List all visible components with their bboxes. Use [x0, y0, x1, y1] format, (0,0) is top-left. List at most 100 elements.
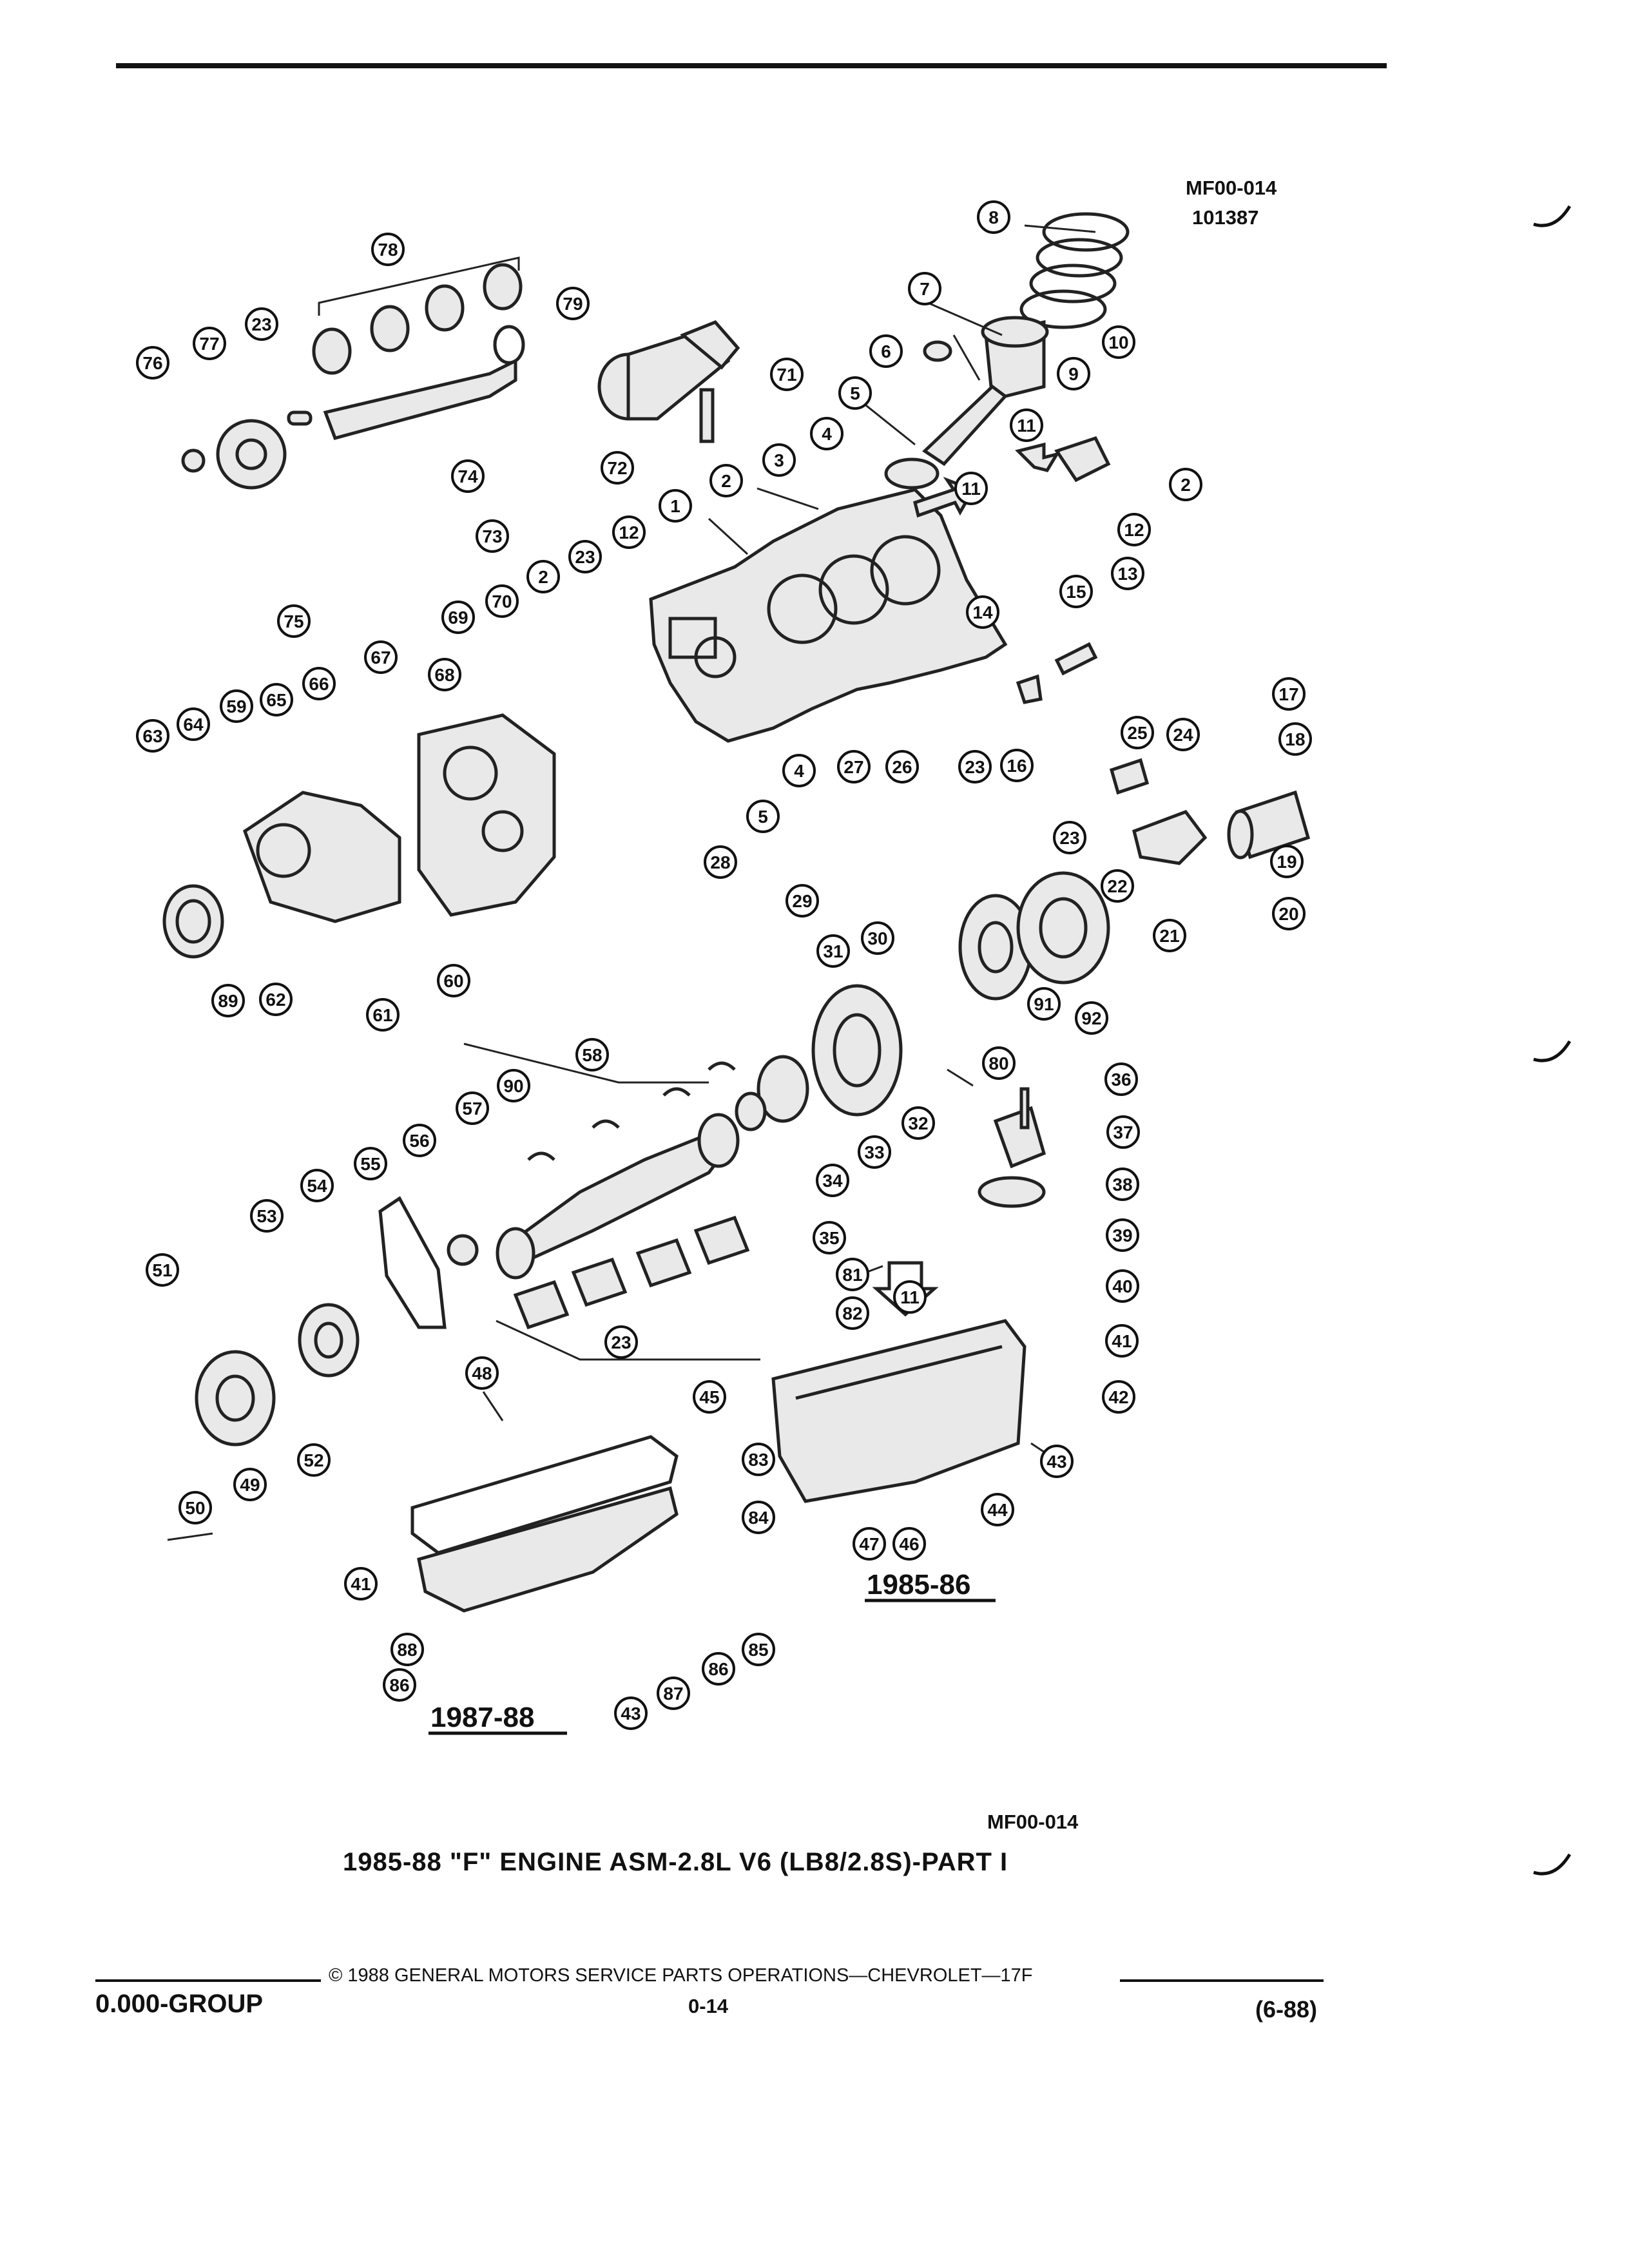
crank-pulley: [195, 1350, 276, 1446]
svg-text:91: 91: [1034, 994, 1054, 1014]
callout-27: 27: [837, 750, 871, 783]
callout-62: 62: [259, 983, 293, 1016]
callout-23: 23: [1053, 821, 1086, 854]
callout-11: 11: [954, 472, 988, 505]
svg-text:89: 89: [218, 991, 238, 1011]
caption-code: MF00-014: [987, 1811, 1079, 1833]
front-cover: [417, 713, 556, 917]
callout-2: 2: [709, 464, 743, 497]
svg-text:65: 65: [266, 690, 286, 710]
callout-8: 8: [977, 200, 1010, 234]
callout-66: 66: [302, 667, 336, 700]
svg-text:64: 64: [183, 715, 204, 735]
svg-text:90: 90: [503, 1076, 523, 1096]
svg-text:68: 68: [434, 665, 454, 685]
svg-text:20: 20: [1278, 904, 1298, 924]
callout-41: 41: [1105, 1324, 1139, 1358]
fitting-plate: [1015, 436, 1111, 483]
svg-text:30: 30: [867, 928, 887, 948]
svg-text:48: 48: [472, 1363, 492, 1383]
svg-text:23: 23: [965, 757, 985, 777]
svg-text:59: 59: [226, 697, 246, 716]
crank-sprocket: [447, 1234, 479, 1266]
svg-text:56: 56: [409, 1131, 429, 1151]
svg-text:40: 40: [1112, 1276, 1132, 1296]
callout-55: 55: [354, 1147, 387, 1180]
cam-sprocket: [181, 410, 313, 490]
top-rule: [116, 63, 1387, 68]
callout-23: 23: [958, 750, 992, 783]
svg-text:92: 92: [1081, 1008, 1101, 1028]
svg-text:27: 27: [843, 757, 863, 777]
svg-text:73: 73: [482, 526, 502, 546]
svg-text:82: 82: [842, 1303, 862, 1323]
main-bearings: [527, 1061, 736, 1161]
svg-text:5: 5: [758, 807, 768, 827]
svg-text:13: 13: [1117, 564, 1137, 584]
callout-2: 2: [526, 560, 560, 593]
callout-group: 1234567891011121314151617181920212223242…: [136, 200, 1312, 1730]
callout-58: 58: [575, 1038, 609, 1072]
year-label-1985-86: 1985-86: [867, 1569, 970, 1600]
camshaft: [323, 325, 525, 441]
callout-16: 16: [1000, 749, 1034, 782]
callout-79: 79: [556, 287, 590, 320]
callout-5: 5: [746, 800, 780, 833]
callout-71: 71: [770, 358, 804, 391]
svg-text:60: 60: [443, 971, 463, 991]
svg-text:67: 67: [371, 648, 390, 668]
callout-38: 38: [1106, 1168, 1139, 1201]
svg-text:63: 63: [142, 726, 162, 746]
svg-text:12: 12: [619, 523, 639, 543]
pressure-plate: [1016, 871, 1110, 985]
starter-bolt: [699, 388, 715, 443]
callout-45: 45: [693, 1380, 726, 1414]
svg-text:11: 11: [1017, 416, 1036, 436]
callout-31: 31: [816, 934, 850, 968]
callout-64: 64: [177, 707, 210, 741]
callout-76: 76: [136, 346, 169, 380]
svg-text:45: 45: [699, 1387, 719, 1407]
callout-85: 85: [742, 1633, 775, 1666]
callout-48: 48: [465, 1356, 499, 1390]
svg-text:32: 32: [908, 1113, 928, 1133]
svg-text:39: 39: [1112, 1225, 1132, 1245]
svg-text:21: 21: [1159, 926, 1179, 946]
svg-text:84: 84: [748, 1508, 769, 1528]
callout-18: 18: [1278, 722, 1312, 756]
callout-5: 5: [838, 376, 872, 410]
callout-12: 12: [612, 515, 646, 549]
footer-page-number: 0-14: [688, 1995, 729, 2017]
svg-text:88: 88: [397, 1640, 417, 1660]
callout-4: 4: [782, 754, 816, 787]
callout-39: 39: [1106, 1218, 1139, 1252]
svg-text:5: 5: [850, 383, 860, 403]
cam-bearings: [312, 256, 523, 375]
crank-hub: [298, 1303, 360, 1378]
svg-text:29: 29: [792, 891, 812, 911]
callout-70: 70: [485, 584, 519, 618]
oil-filter-adapter: [1109, 758, 1208, 865]
svg-text:72: 72: [607, 458, 627, 478]
callout-3: 3: [762, 443, 796, 477]
svg-text:52: 52: [304, 1450, 323, 1470]
svg-text:24: 24: [1173, 725, 1193, 745]
svg-text:4: 4: [794, 761, 804, 781]
callout-30: 30: [861, 921, 894, 955]
svg-text:46: 46: [899, 1534, 919, 1554]
callout-87: 87: [657, 1677, 690, 1710]
svg-text:81: 81: [842, 1265, 862, 1285]
svg-text:37: 37: [1113, 1122, 1133, 1142]
svg-text:70: 70: [492, 591, 512, 611]
svg-text:75: 75: [284, 611, 304, 631]
callout-82: 82: [836, 1296, 869, 1330]
callout-19: 19: [1270, 845, 1304, 878]
callout-12: 12: [1117, 513, 1151, 546]
svg-text:16: 16: [1007, 756, 1027, 776]
callout-86: 86: [702, 1652, 735, 1686]
callout-56: 56: [403, 1124, 436, 1157]
callout-52: 52: [297, 1443, 331, 1477]
svg-text:11: 11: [900, 1287, 920, 1307]
svg-text:87: 87: [663, 1684, 683, 1704]
svg-text:2: 2: [721, 471, 731, 491]
